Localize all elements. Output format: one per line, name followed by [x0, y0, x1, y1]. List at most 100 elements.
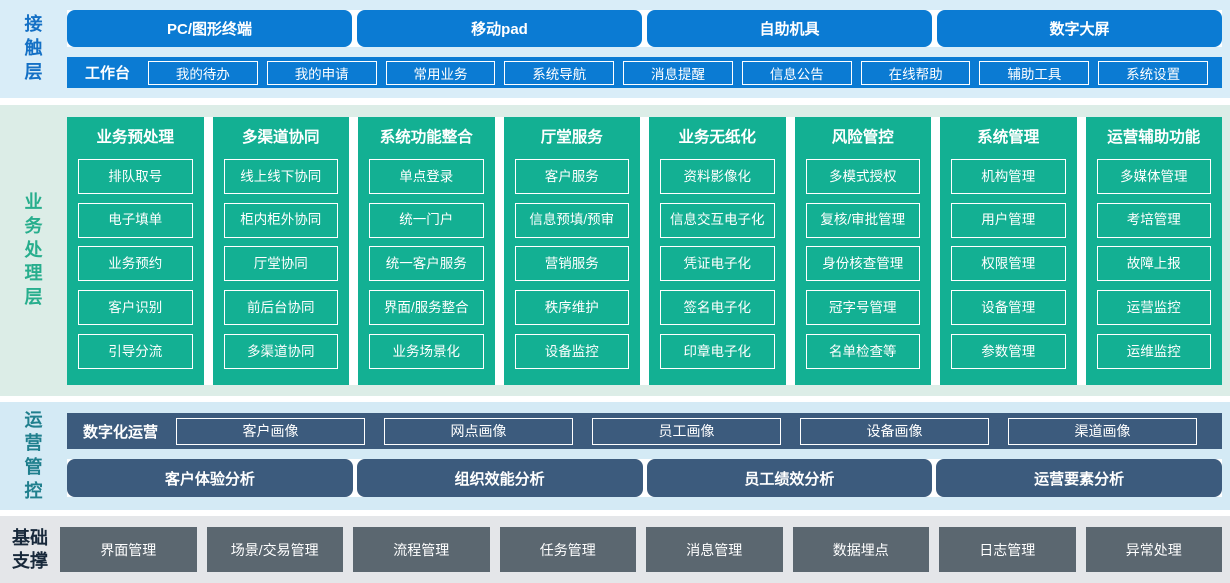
- feature-button[interactable]: 统一客户服务: [369, 246, 484, 282]
- feature-button[interactable]: 考培管理: [1096, 202, 1211, 238]
- contact-layer-section: 接触层 PC/图形终端 移动pad 自助机具 数字大屏 工作台 我的待办 我的申…: [0, 0, 1230, 98]
- feature-button[interactable]: 用户管理: [951, 202, 1066, 238]
- terminal-button-selfservice[interactable]: 自助机具: [647, 10, 932, 47]
- workbench-item[interactable]: 信息公告: [741, 60, 852, 85]
- workbench-item[interactable]: 系统导航: [504, 60, 615, 85]
- column-items: 机构管理 用户管理 权限管理 设备管理 参数管理: [940, 150, 1077, 378]
- portrait-item-customer[interactable]: 客户画像: [176, 417, 366, 445]
- feature-button[interactable]: 设备监控: [514, 334, 629, 370]
- layer-label-business: 业务处理层: [0, 105, 67, 396]
- feature-button[interactable]: 权限管理: [951, 246, 1066, 282]
- business-column-paperless: 业务无纸化 资料影像化 信息交互电子化 凭证电子化 签名电子化 印章电子化: [649, 117, 786, 385]
- operation-layer-section: 运营管控 数字化运营 客户画像 网点画像 员工画像 设备画像 渠道画像 客户体验…: [0, 402, 1230, 510]
- column-items: 多媒体管理 考培管理 故障上报 运营监控 运维监控: [1086, 150, 1223, 378]
- feature-button[interactable]: 客户服务: [514, 158, 629, 194]
- workbench-bar: 工作台 我的待办 我的申请 常用业务 系统导航 消息提醒 信息公告 在线帮助 辅…: [67, 57, 1222, 88]
- feature-button[interactable]: 资料影像化: [660, 158, 775, 194]
- portrait-item-employee[interactable]: 员工画像: [592, 417, 782, 445]
- analysis-button-customer-experience[interactable]: 客户体验分析: [67, 459, 353, 497]
- feature-button[interactable]: 信息交互电子化: [660, 202, 775, 238]
- workbench-item[interactable]: 在线帮助: [860, 60, 971, 85]
- terminal-button-bigscreen[interactable]: 数字大屏: [937, 10, 1222, 47]
- business-column-preprocess: 业务预处理 排队取号 电子填单 业务预约 客户识别 引导分流: [67, 117, 204, 385]
- foundation-button-data-tracking[interactable]: 数据埋点: [792, 527, 929, 572]
- feature-button[interactable]: 多渠道协同: [223, 334, 338, 370]
- foundation-button-process-mgmt[interactable]: 流程管理: [353, 527, 490, 572]
- column-title: 厅堂服务: [540, 129, 603, 146]
- column-title: 业务预处理: [96, 129, 174, 146]
- column-title: 系统管理: [977, 129, 1040, 146]
- feature-button[interactable]: 电子填单: [78, 202, 193, 238]
- layer-label-text: 运营管控: [24, 409, 43, 501]
- foundation-button-log-mgmt[interactable]: 日志管理: [939, 527, 1076, 572]
- feature-button[interactable]: 单点登录: [369, 158, 484, 194]
- foundation-button-scene-trade-mgmt[interactable]: 场景/交易管理: [206, 527, 343, 572]
- business-column-ops-aux: 运营辅助功能 多媒体管理 考培管理 故障上报 运营监控 运维监控: [1085, 117, 1223, 385]
- contact-layer-body: PC/图形终端 移动pad 自助机具 数字大屏 工作台 我的待办 我的申请 常用…: [67, 0, 1230, 98]
- feature-button[interactable]: 多媒体管理: [1096, 158, 1211, 194]
- feature-button[interactable]: 统一门户: [369, 202, 484, 238]
- analysis-button-employee-performance[interactable]: 员工绩效分析: [646, 459, 933, 497]
- feature-button[interactable]: 引导分流: [78, 334, 193, 370]
- foundation-button-message-mgmt[interactable]: 消息管理: [646, 527, 783, 572]
- feature-button[interactable]: 排队取号: [78, 158, 193, 194]
- business-column-multichannel: 多渠道协同 线上线下协同 柜内柜外协同 厅堂协同 前后台协同 多渠道协同: [212, 117, 349, 385]
- feature-button[interactable]: 前后台协同: [223, 290, 338, 326]
- digital-operation-label: 数字化运营: [83, 423, 159, 441]
- feature-button[interactable]: 冠字号管理: [805, 290, 920, 326]
- analysis-button-operation-factors[interactable]: 运营要素分析: [936, 459, 1222, 497]
- business-layer-body: 业务预处理 排队取号 电子填单 业务预约 客户识别 引导分流 多渠道协同 线上线…: [67, 105, 1230, 396]
- workbench-item[interactable]: 我的待办: [148, 60, 258, 85]
- feature-button[interactable]: 柜内柜外协同: [223, 202, 338, 238]
- portrait-item-branch[interactable]: 网点画像: [384, 417, 574, 445]
- workbench-item[interactable]: 我的申请: [266, 60, 377, 85]
- feature-button[interactable]: 营销服务: [514, 246, 629, 282]
- feature-button[interactable]: 印章电子化: [660, 334, 775, 370]
- feature-button[interactable]: 签名电子化: [660, 290, 775, 326]
- terminal-button-pc[interactable]: PC/图形终端: [67, 10, 352, 47]
- feature-button[interactable]: 信息预填/预审: [514, 202, 629, 238]
- feature-button[interactable]: 秩序维护: [514, 290, 629, 326]
- feature-button[interactable]: 复核/审批管理: [805, 202, 920, 238]
- feature-button[interactable]: 业务场景化: [369, 334, 484, 370]
- feature-button[interactable]: 故障上报: [1096, 246, 1211, 282]
- foundation-button-task-mgmt[interactable]: 任务管理: [499, 527, 636, 572]
- portrait-item-device[interactable]: 设备画像: [800, 417, 990, 445]
- feature-button[interactable]: 线上线下协同: [223, 158, 338, 194]
- column-items: 多模式授权 复核/审批管理 身份核查管理 冠字号管理 名单检查等: [795, 150, 932, 378]
- feature-button[interactable]: 运营监控: [1096, 290, 1211, 326]
- column-items: 排队取号 电子填单 业务预约 客户识别 引导分流: [67, 150, 204, 378]
- feature-button[interactable]: 界面/服务整合: [369, 290, 484, 326]
- digital-operation-bar: 数字化运营 客户画像 网点画像 员工画像 设备画像 渠道画像: [67, 413, 1222, 449]
- feature-button[interactable]: 凭证电子化: [660, 246, 775, 282]
- layer-label-contact: 接触层: [0, 0, 67, 98]
- portrait-item-channel[interactable]: 渠道画像: [1008, 417, 1198, 445]
- workbench-item[interactable]: 系统设置: [1098, 60, 1209, 85]
- column-title: 运营辅助功能: [1107, 129, 1201, 146]
- business-column-integration: 系统功能整合 单点登录 统一门户 统一客户服务 界面/服务整合 业务场景化: [358, 117, 495, 385]
- feature-button[interactable]: 厅堂协同: [223, 246, 338, 282]
- workbench-item[interactable]: 常用业务: [385, 60, 496, 85]
- portrait-items: 客户画像 网点画像 员工画像 设备画像 渠道画像: [176, 417, 1198, 445]
- column-items: 资料影像化 信息交互电子化 凭证电子化 签名电子化 印章电子化: [649, 150, 786, 378]
- feature-button[interactable]: 运维监控: [1096, 334, 1211, 370]
- terminal-row: PC/图形终端 移动pad 自助机具 数字大屏: [67, 10, 1222, 47]
- business-column-hall-service: 厅堂服务 客户服务 信息预填/预审 营销服务 秩序维护 设备监控: [503, 117, 640, 385]
- feature-button[interactable]: 参数管理: [951, 334, 1066, 370]
- feature-button[interactable]: 机构管理: [951, 158, 1066, 194]
- feature-button[interactable]: 设备管理: [951, 290, 1066, 326]
- feature-button[interactable]: 多模式授权: [805, 158, 920, 194]
- feature-button[interactable]: 身份核查管理: [805, 246, 920, 282]
- workbench-item[interactable]: 辅助工具: [979, 60, 1090, 85]
- foundation-button-exception-handling[interactable]: 异常处理: [1085, 527, 1222, 572]
- feature-button[interactable]: 名单检查等: [805, 334, 920, 370]
- business-layer-section: 业务处理层 业务预处理 排队取号 电子填单 业务预约 客户识别 引导分流 多渠道…: [0, 105, 1230, 396]
- analysis-row: 客户体验分析 组织效能分析 员工绩效分析 运营要素分析: [67, 459, 1222, 497]
- feature-button[interactable]: 客户识别: [78, 290, 193, 326]
- terminal-button-pad[interactable]: 移动pad: [357, 10, 642, 47]
- feature-button[interactable]: 业务预约: [78, 246, 193, 282]
- foundation-button-ui-mgmt[interactable]: 界面管理: [60, 527, 197, 572]
- workbench-item[interactable]: 消息提醒: [623, 60, 733, 85]
- analysis-button-org-efficiency[interactable]: 组织效能分析: [356, 459, 643, 497]
